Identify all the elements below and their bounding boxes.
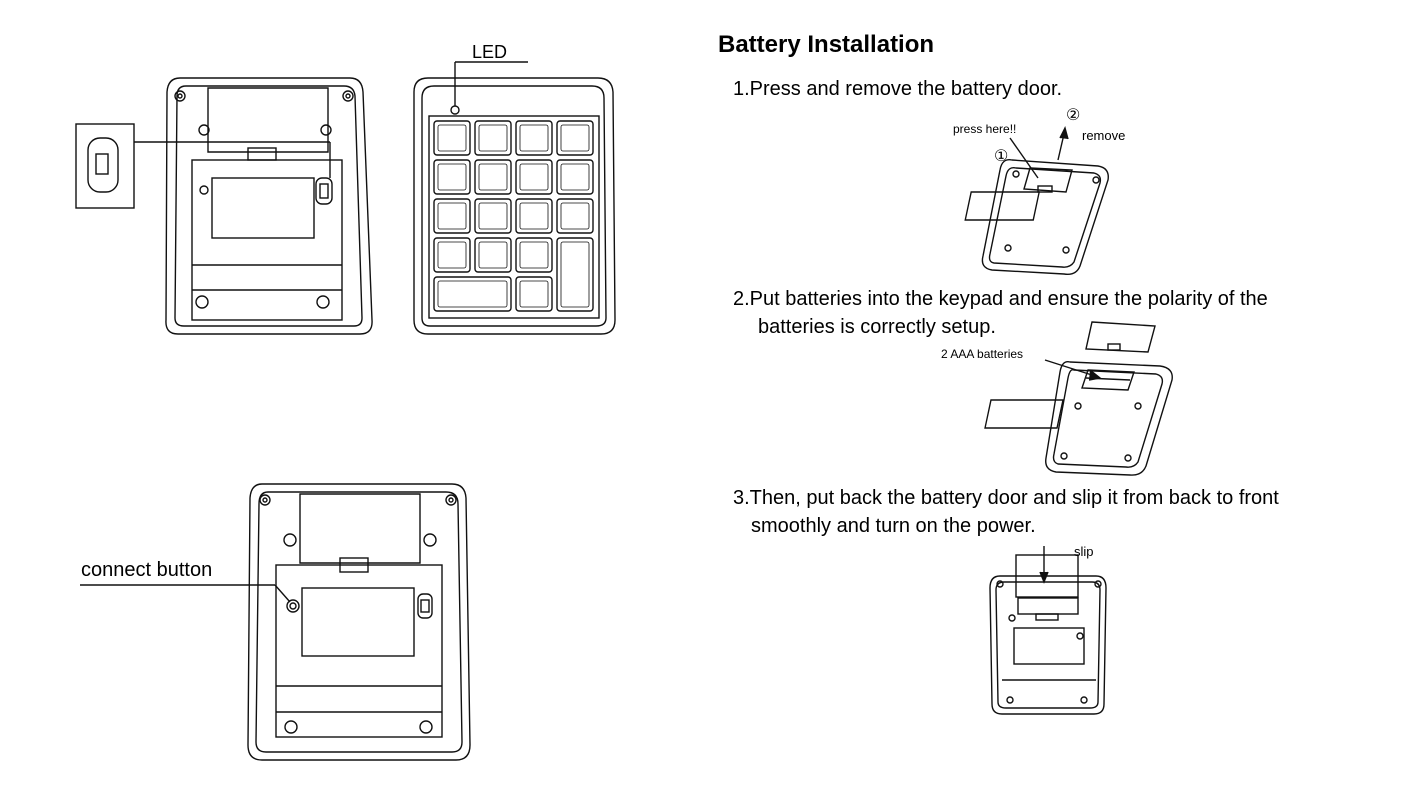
keypad-key xyxy=(433,120,471,156)
press-here-label: press here!! xyxy=(953,122,1017,136)
keypad-key xyxy=(433,159,471,195)
keypad-key xyxy=(474,120,512,156)
keypad-key-face xyxy=(437,202,467,230)
keypad-key xyxy=(474,159,512,195)
keypad-key xyxy=(515,120,553,156)
step-marker-1: ① xyxy=(994,148,1009,165)
keypad-key xyxy=(556,159,594,195)
keypad-key xyxy=(556,237,594,312)
connect-button-label: connect button xyxy=(81,559,213,581)
keypad-key xyxy=(433,237,471,273)
aaa-batteries-label: 2 AAA batteries xyxy=(941,347,1024,361)
keypad-key-face xyxy=(437,124,467,152)
keypad-key-face xyxy=(519,163,549,191)
keypad-key-face xyxy=(519,241,549,269)
keypad-key-face xyxy=(437,280,508,308)
step1-diagram xyxy=(964,126,1109,276)
keypad-key xyxy=(515,159,553,195)
keypad-key xyxy=(515,237,553,273)
step-marker-2: ② xyxy=(1066,107,1081,124)
keypad-key xyxy=(556,120,594,156)
keypad-key-face xyxy=(519,124,549,152)
connect-button-drawing xyxy=(286,599,300,613)
keypad-key-face xyxy=(478,202,508,230)
keypad-key-face xyxy=(560,241,590,308)
keypad-key-face xyxy=(519,202,549,230)
keypad-key xyxy=(433,198,471,234)
keypad-key xyxy=(556,198,594,234)
keypad-key xyxy=(474,198,512,234)
keypad-front-view xyxy=(413,61,616,335)
page-title: Battery Installation xyxy=(718,33,935,57)
keypad-key-face xyxy=(478,241,508,269)
step-3-text-line2: smoothly and turn on the power. xyxy=(751,515,1036,537)
step-2-text-line2: batteries is correctly setup. xyxy=(758,316,996,338)
keypad-key xyxy=(515,198,553,234)
keypad-key-face xyxy=(478,124,508,152)
step3-diagram xyxy=(989,546,1107,715)
keypad-key xyxy=(515,276,553,312)
keypad-key-face xyxy=(560,163,590,191)
keypad-key-face xyxy=(437,163,467,191)
keypad-key-face xyxy=(560,124,590,152)
remove-label: remove xyxy=(1082,128,1126,143)
slip-label: slip xyxy=(1074,544,1094,559)
keypad-key xyxy=(433,276,512,312)
keypad-key-face xyxy=(437,241,467,269)
led-indicator xyxy=(450,105,460,115)
keypad-key xyxy=(474,237,512,273)
keypad-back-view-connect xyxy=(80,483,471,761)
step-3-text-line1: 3.Then, put back the battery door and sl… xyxy=(733,487,1279,509)
keypad-key-grid xyxy=(433,120,594,312)
keypad-back-view xyxy=(75,77,373,335)
step2-diagram xyxy=(984,321,1173,476)
keypad-key-face xyxy=(519,280,549,308)
step-2-text-line1: 2.Put batteries into the keypad and ensu… xyxy=(733,288,1268,310)
led-label: LED xyxy=(472,42,508,62)
step-1-text: 1.Press and remove the battery door. xyxy=(733,78,1063,100)
keypad-key-face xyxy=(560,202,590,230)
keypad-key-face xyxy=(478,163,508,191)
